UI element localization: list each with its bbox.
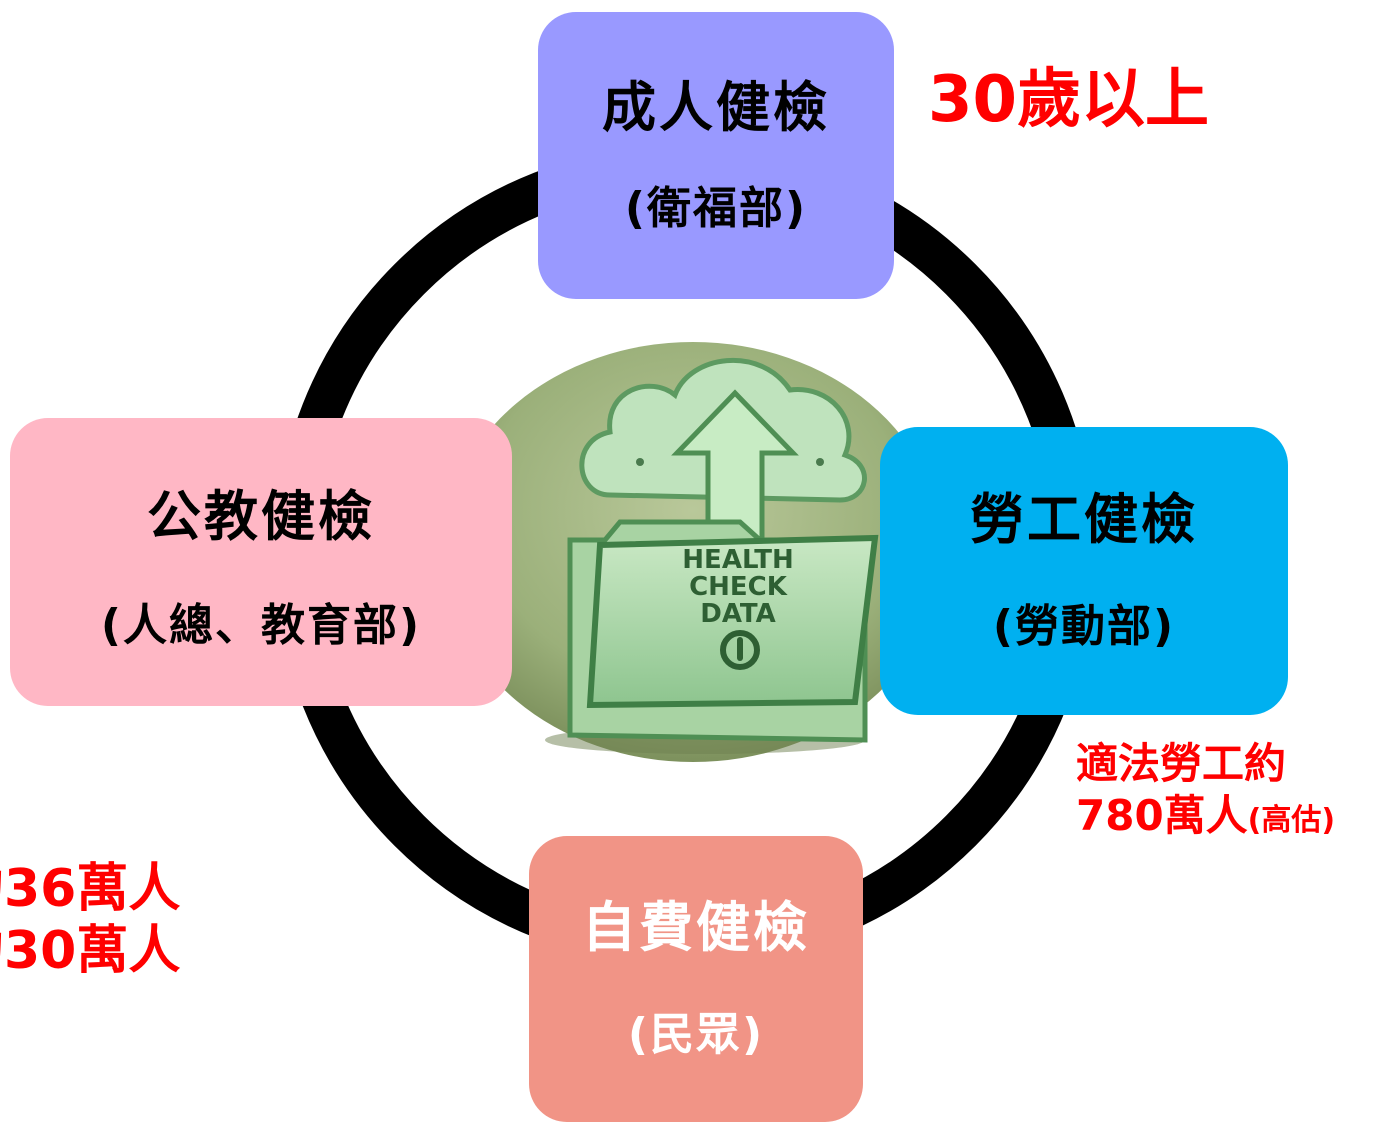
- labor-note-line-1: 適法勞工約: [1076, 739, 1287, 788]
- civil-servant-health-check-box: 公教健檢 (人總、教育部): [10, 418, 512, 706]
- icon-text-line-2: CHECK: [689, 572, 788, 602]
- labor-count-note: 適法勞工約 780萬人(高估): [1076, 738, 1335, 847]
- adult-box-subtitle: (衛福部): [624, 182, 808, 234]
- labor-box-subtitle: (勞動部): [992, 601, 1176, 652]
- self-box-title: 自費健檢: [582, 896, 810, 959]
- icon-text-line-3: DATA: [700, 599, 776, 629]
- civil-count-note: 約36萬人 約30萬人: [0, 858, 180, 982]
- adult-box-title: 成人健檢: [602, 75, 830, 139]
- labor-note-count: 780萬人: [1076, 791, 1248, 840]
- civil-box-title: 公教健檢: [147, 485, 375, 548]
- civil-note-line-1: 約36萬人: [0, 859, 181, 919]
- self-box-subtitle: (民眾): [627, 1009, 765, 1060]
- civil-box-subtitle: (人總、教育部): [100, 600, 422, 651]
- folder-icon: [586, 534, 879, 709]
- labor-box-title: 勞工健檢: [970, 488, 1198, 551]
- labor-health-check-box: 勞工健檢 (勞動部): [880, 427, 1288, 715]
- civil-note-line-2: 約30萬人: [0, 921, 181, 981]
- power-icon: [720, 630, 760, 670]
- labor-note-line-2: 780萬人(高估): [1076, 790, 1335, 847]
- icon-text-line-1: HEALTH: [682, 545, 793, 575]
- adult-age-note: 30歲以上: [928, 63, 1210, 137]
- adult-health-check-box: 成人健檢 (衛福部): [538, 12, 894, 299]
- self-paid-health-check-box: 自費健檢 (民眾): [529, 836, 863, 1122]
- labor-note-estimate: (高估): [1247, 803, 1336, 838]
